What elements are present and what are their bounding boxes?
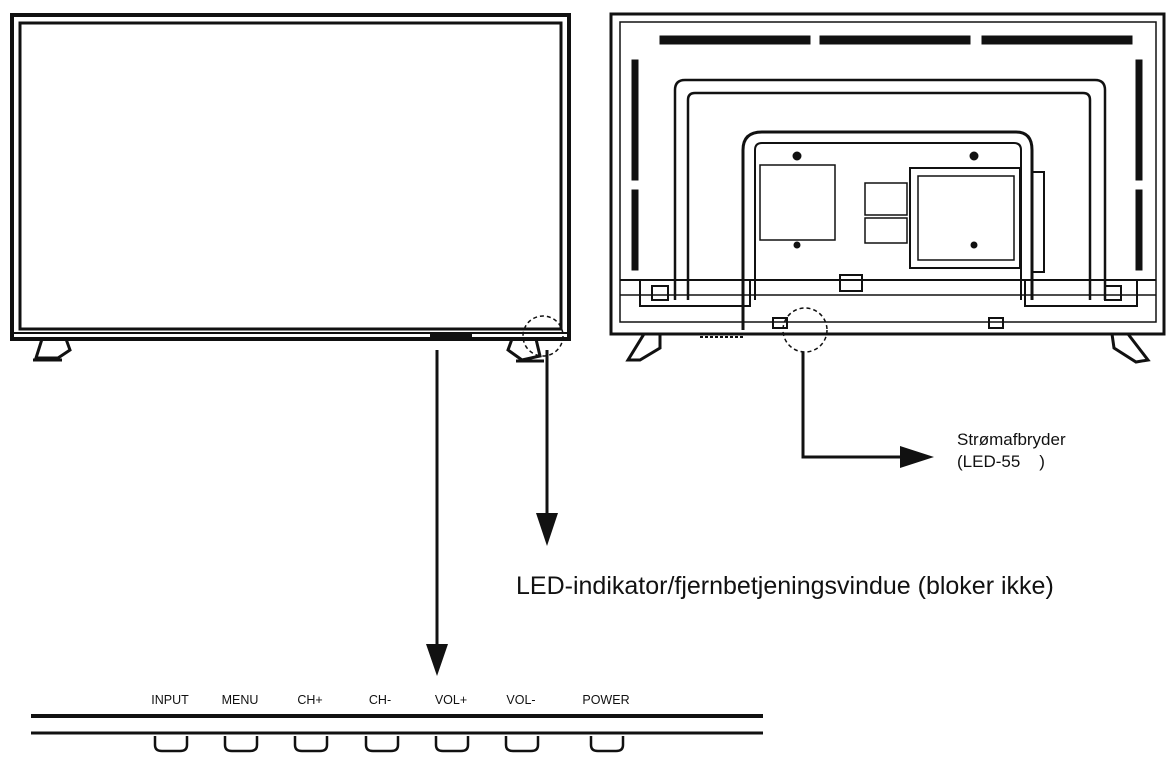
button-ch-minus: [364, 736, 400, 753]
button-input: [153, 736, 189, 753]
front-left-stand: [33, 337, 72, 362]
button-label-power: POWER: [582, 693, 629, 707]
button-label-vol-minus: VOL-: [506, 693, 535, 707]
button-label-ch-minus: CH-: [369, 693, 391, 707]
power-switch-model-label: (LED-55 ): [957, 452, 1045, 471]
front-right-stand: [506, 337, 544, 363]
button-label-menu: MENU: [222, 693, 259, 707]
button-label-ch-plus: CH+: [297, 693, 322, 707]
power-switch-highlight: [782, 307, 828, 353]
front-control-buttons: [430, 334, 472, 341]
tv-back-view: [609, 12, 1166, 364]
button-ch-plus: [293, 736, 329, 753]
button-vol-minus: [504, 736, 540, 753]
button-menu: [223, 736, 259, 753]
button-vol-plus: [434, 736, 470, 753]
button-power: [589, 736, 625, 753]
led-indicator-label: LED-indikator/fjernbetjeningsvindue (blo…: [516, 572, 1054, 600]
arrow-head-down-icon: [426, 644, 448, 676]
arrow-head-right-icon: [900, 446, 934, 468]
power-switch-callout: [801, 352, 934, 468]
button-label-vol-plus: VOL+: [435, 693, 467, 707]
arrow-head-down-icon: [536, 513, 558, 546]
power-switch-label: Strømafbryder: [957, 430, 1066, 449]
led-indicator-highlight: [522, 315, 564, 357]
button-label-input: INPUT: [151, 693, 189, 707]
button-panel: INPUT MENU CH+ CH- VOL+ VOL- POWER: [31, 693, 763, 753]
front-callout-arrows: [426, 350, 558, 676]
tv-front-view: [10, 13, 571, 363]
